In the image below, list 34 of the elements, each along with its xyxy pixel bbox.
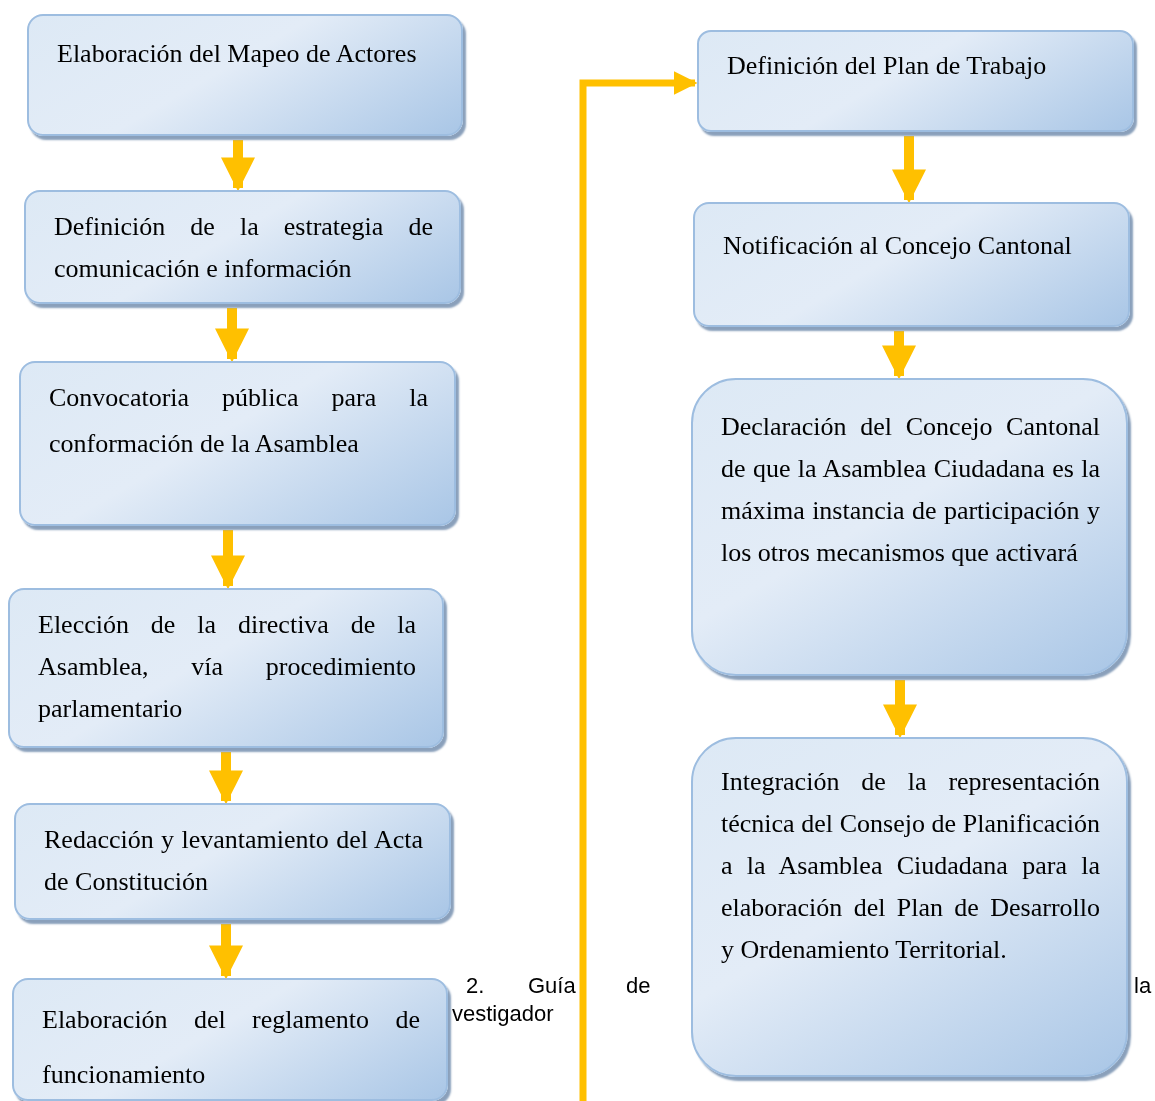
source-note-text: vestigador	[452, 1001, 554, 1027]
process-box	[8, 588, 444, 748]
process-box	[697, 30, 1134, 132]
source-note-text: de	[626, 973, 651, 999]
process-box	[19, 361, 456, 526]
step-text: Integración de la representación técnica del Consejo de Planificación a la Asamblea Ciudadana para la elaboración del Plan de Desarrollo y Ordenamiento Territorial.	[721, 766, 1100, 966]
step-text: Convocatoria pública para la conformación de la Asamblea	[49, 382, 428, 460]
process-box	[12, 978, 448, 1101]
step-text: Definición de la estrategia de comunicación e información	[54, 211, 433, 285]
source-note-text: 2.	[466, 973, 485, 999]
arrow	[209, 924, 243, 980]
arrow	[883, 680, 917, 739]
step-text: Notificación al Concejo Cantonal	[723, 230, 1073, 262]
step-text: Elaboración del Mapeo de Actores	[57, 38, 418, 70]
process-box	[693, 202, 1130, 327]
process-box	[691, 737, 1128, 1077]
step-text: Redacción y levantamiento del Acta de Constitución	[44, 824, 423, 898]
process-box	[14, 803, 451, 920]
arrow	[579, 71, 698, 1101]
arrow	[215, 308, 249, 363]
process-box	[691, 378, 1128, 676]
arrow	[211, 530, 245, 590]
process-box	[24, 190, 461, 304]
arrow	[892, 136, 926, 204]
source-note-text: Guía	[528, 973, 576, 999]
process-box	[27, 14, 463, 136]
arrow	[209, 752, 243, 805]
source-note-text: la	[1134, 973, 1152, 999]
arrow	[882, 331, 916, 380]
step-text: Definición del Plan de Trabajo	[727, 50, 1048, 82]
arrow	[221, 140, 255, 192]
step-text: Elaboración del reglamento de funcionamiento	[42, 1004, 420, 1091]
step-text: Elección de la directiva de la Asamblea, vía procedimiento parlamentario	[38, 609, 416, 725]
step-text: Declaración del Concejo Cantonal de que la Asamblea Ciudadana es la máxima instancia de participación y los otros mecanismos que activará	[721, 411, 1100, 569]
